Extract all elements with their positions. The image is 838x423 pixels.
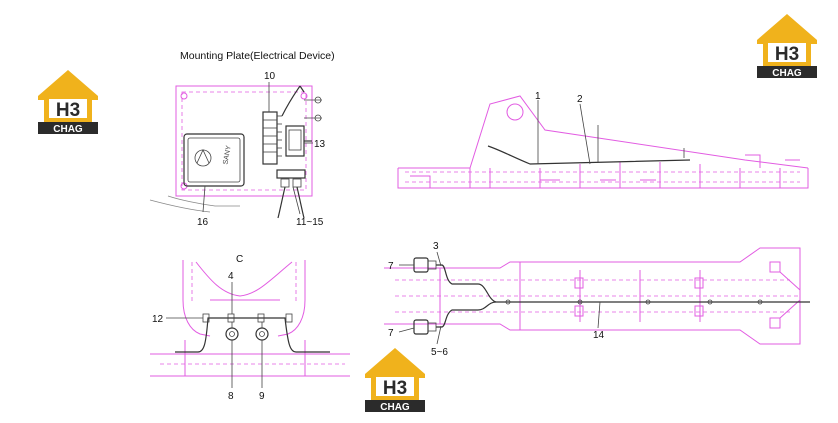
- label-3: 3: [433, 241, 439, 252]
- logo-word: CHAG: [53, 124, 83, 135]
- chassis-side-view: [397, 95, 809, 189]
- section-c-view: [150, 260, 350, 388]
- device-brand: SANY: [222, 145, 232, 165]
- label-11-15: 11~15: [296, 217, 324, 228]
- label-7-bottom: 7: [388, 328, 394, 339]
- logo-mark: H3: [775, 44, 799, 65]
- label-5-6: 5~6: [431, 347, 448, 358]
- label-16: 16: [197, 217, 209, 228]
- label-7-top: 7: [388, 261, 394, 272]
- label-8: 8: [228, 391, 234, 402]
- label-4: 4: [228, 271, 234, 282]
- brand-logo-bottom: H3 CHAG: [365, 348, 425, 413]
- label-2: 2: [577, 94, 583, 105]
- label-14: 14: [593, 330, 605, 341]
- label-9: 9: [259, 391, 265, 402]
- brand-logo-top-left: H3 CHAG: [38, 70, 98, 135]
- label-12: 12: [152, 314, 164, 325]
- section-c-label: C: [236, 254, 243, 265]
- brand-logo-top-right: H3 CHAG: [757, 14, 817, 79]
- logo-mark: H3: [56, 100, 80, 121]
- mounting-plate-title: Mounting Plate(Electrical Device): [180, 50, 335, 62]
- logo-word: CHAG: [772, 68, 802, 79]
- label-13: 13: [314, 139, 326, 150]
- label-1: 1: [535, 91, 541, 102]
- logo-word: CHAG: [380, 402, 410, 413]
- logo-mark: H3: [383, 378, 407, 399]
- label-10: 10: [264, 71, 276, 82]
- mounting-plate-view: SANY: [149, 82, 322, 219]
- chassis-plan-view: [384, 247, 810, 345]
